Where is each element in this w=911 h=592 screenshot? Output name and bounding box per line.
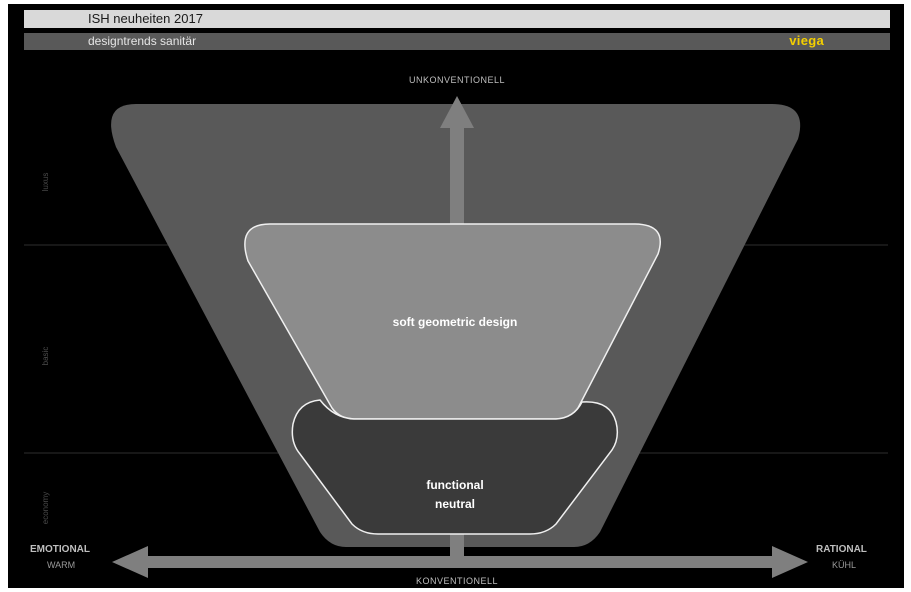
- level-label-economy: economy: [41, 492, 50, 524]
- left-arrowhead: [112, 546, 148, 578]
- subtitle-bar: designtrends sanitär viega: [24, 33, 890, 50]
- vertical-arrowhead: [440, 96, 474, 128]
- level-label-basic: basic: [41, 347, 50, 366]
- functional-neutral-shape: [291, 399, 619, 535]
- axis-label-top: UNKONVENTIONELL: [409, 75, 505, 85]
- axis-label-right-kuehl: KÜHL: [832, 560, 856, 570]
- slide: ISH neuheiten 2017 designtrends sanitär …: [8, 4, 904, 588]
- horizontal-arrow-shaft: [136, 556, 784, 568]
- soft-geometric-label: soft geometric design: [393, 315, 518, 329]
- trend-diagram: soft geometric design functional neutral…: [24, 75, 888, 586]
- neutral-label: neutral: [435, 497, 475, 511]
- title-bar: ISH neuheiten 2017: [24, 10, 890, 28]
- slide-subtitle: designtrends sanitär: [88, 34, 197, 48]
- right-arrowhead: [772, 546, 808, 578]
- viega-logo: viega: [789, 33, 824, 48]
- axis-label-right-rational: RATIONAL: [816, 544, 867, 555]
- axis-label-bottom: KONVENTIONELL: [416, 576, 498, 586]
- axis-label-left-warm: WARM: [47, 560, 75, 570]
- axis-label-left-emotional: EMOTIONAL: [30, 544, 90, 555]
- functional-label: functional: [426, 478, 483, 492]
- slide-title: ISH neuheiten 2017: [88, 11, 203, 26]
- level-label-luxus: luxus: [41, 173, 50, 192]
